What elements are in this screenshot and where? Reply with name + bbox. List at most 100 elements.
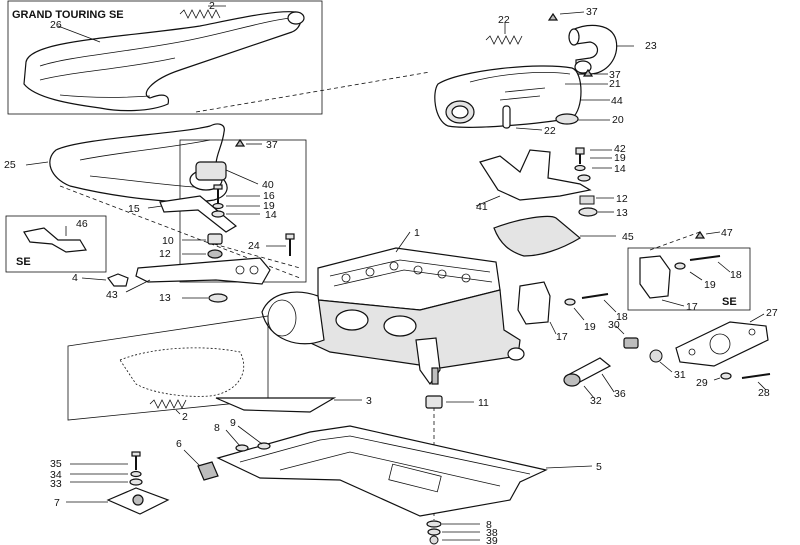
- inset-frame: [7, 0, 323, 115]
- callout-26: 26: [50, 19, 62, 31]
- bracket-43[interactable]: [135, 257, 271, 285]
- plate-17[interactable]: [517, 281, 551, 325]
- callout-28: 28: [758, 387, 770, 399]
- spring-22-bracket: [502, 105, 511, 129]
- bottom-hardware: [426, 520, 480, 545]
- bolt-28: [741, 373, 771, 379]
- se-right-frame: [627, 247, 751, 311]
- callout-47: 47: [721, 227, 733, 239]
- exhaust-group-top-right: [434, 11, 634, 131]
- engine-block-1[interactable]: [261, 231, 525, 386]
- pipe-flange: [287, 11, 305, 25]
- bolt-18-a: [689, 255, 721, 261]
- engine-mount-left: [81, 233, 295, 303]
- callout-33: 33: [50, 478, 62, 490]
- callout-10: 10: [162, 235, 174, 247]
- plug-4: [107, 273, 129, 287]
- callout-30: 30: [608, 319, 620, 331]
- bracket-41[interactable]: [479, 149, 592, 201]
- callout-13-right: 13: [616, 207, 628, 219]
- callout-32: 32: [590, 395, 602, 407]
- nut-12-a: [579, 195, 595, 205]
- engine-mount-right: [475, 147, 616, 257]
- callout-17-se: 17: [686, 301, 698, 313]
- callout-numbers: 2 26 22 37 23 37 21 44 20 22 37 25 40 16…: [4, 0, 778, 545]
- callout-27: 27: [766, 307, 778, 319]
- engine-base-5[interactable]: [183, 425, 593, 517]
- callout-41: 41: [476, 201, 488, 213]
- bolt-18-b: [581, 293, 609, 299]
- mount-6: [197, 461, 219, 481]
- washer-8-a: [235, 444, 249, 452]
- callout-18-mid: 18: [616, 311, 628, 323]
- exhaust-manifold-group: [25, 123, 307, 283]
- nut-12: [207, 249, 223, 259]
- callout-34: 34: [50, 469, 62, 481]
- inset-grand-touring: GRAND TOURING SE: [7, 0, 323, 115]
- exhaust-pipe-26[interactable]: [23, 11, 302, 112]
- mount-10: [207, 233, 223, 245]
- washer-8-b: [426, 520, 442, 528]
- callout-3: 3: [366, 395, 372, 407]
- washer-33: [129, 478, 143, 486]
- callout-45: 45: [622, 231, 634, 243]
- callout-40: 40: [262, 179, 274, 191]
- callout-11: 11: [478, 397, 489, 409]
- washer-29: [720, 372, 732, 380]
- callout-12-left: 12: [159, 248, 171, 260]
- callout-19-left: 19: [263, 200, 275, 212]
- callout-46: 46: [76, 218, 88, 230]
- heat-shield-45[interactable]: [493, 215, 582, 257]
- bracket-15[interactable]: [159, 195, 238, 233]
- lower-left-group: [67, 315, 474, 421]
- callout-8-top: 8: [214, 422, 220, 434]
- grommet-20: [555, 113, 579, 125]
- callout-5: 5: [596, 461, 602, 473]
- inset-label-se-right: SE: [722, 296, 737, 308]
- inset-title-grand-touring: GRAND TOURING SE: [12, 9, 124, 21]
- inset-se-bracket: SE: [5, 215, 107, 273]
- callout-14-right: 14: [614, 163, 626, 175]
- callout-6: 6: [176, 438, 182, 450]
- callout-35: 35: [50, 458, 62, 470]
- callout-2-bottom: 2: [182, 411, 188, 423]
- nut-39: [429, 535, 439, 545]
- spring-2-top: [179, 9, 221, 19]
- washer-14-a: [211, 210, 225, 218]
- drop-37-c: [234, 138, 246, 147]
- bracket-46[interactable]: [23, 227, 88, 253]
- spring-2-bottom: [149, 399, 187, 409]
- washer-14-b: [577, 174, 591, 182]
- plate-3[interactable]: [215, 397, 337, 413]
- washer-19-a: [212, 202, 224, 210]
- callout-25: 25: [4, 159, 16, 171]
- callout-19-mid: 19: [584, 321, 596, 333]
- callout-39: 39: [486, 535, 498, 545]
- spring-22-top: [485, 35, 523, 45]
- callout-22-mid: 22: [544, 125, 556, 137]
- callout-16: 16: [263, 190, 275, 202]
- drop-37-b: [582, 68, 594, 77]
- washer-19-d: [564, 298, 576, 306]
- callout-9: 9: [230, 417, 236, 429]
- callout-37-mid: 37: [609, 69, 621, 81]
- callout-36: 36: [614, 388, 626, 400]
- callout-1: 1: [414, 227, 420, 239]
- washer-9: [257, 442, 271, 450]
- callout-42: 42: [614, 143, 626, 155]
- callout-44: 44: [611, 95, 623, 107]
- engine-mount-front: [517, 281, 771, 399]
- callout-37-top: 37: [586, 6, 598, 18]
- inset-label-se-left: SE: [16, 256, 31, 268]
- mount-30: [623, 337, 639, 349]
- callout-38: 38: [486, 527, 498, 539]
- washer-19-c: [674, 262, 686, 270]
- plate-17-se[interactable]: [639, 255, 671, 299]
- washer-38: [427, 528, 441, 536]
- callout-21: 21: [609, 78, 621, 90]
- flange-40: [195, 161, 227, 181]
- mount-11: [425, 395, 443, 409]
- washer-13-b: [208, 293, 228, 303]
- plate-27[interactable]: [675, 321, 769, 367]
